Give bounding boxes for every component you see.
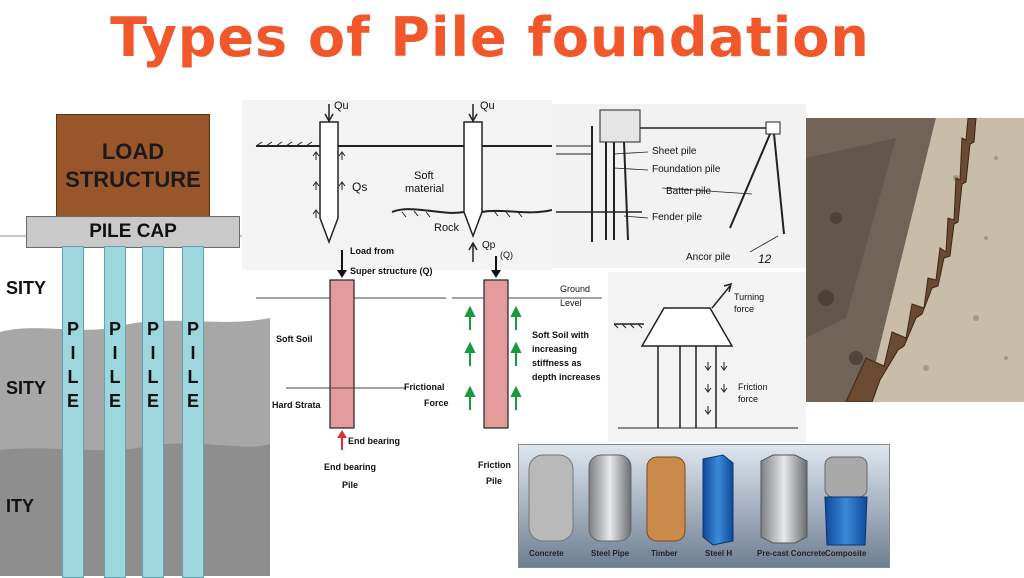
end-bearing-pile-title: End bearing: [324, 462, 377, 472]
turning-force-label: force: [734, 304, 755, 314]
pile-letter: E: [146, 391, 159, 411]
page-mark: 12: [758, 252, 772, 266]
material-label: material: [405, 183, 445, 195]
material-label-timber: Timber: [651, 549, 678, 558]
pile-letter: I: [112, 343, 118, 363]
pile-letter: I: [190, 343, 196, 363]
soft-soil-inc-3: stiffness as: [532, 358, 582, 368]
material-label-concrete: Concrete: [529, 549, 564, 558]
pile-letter: L: [109, 367, 121, 387]
pile-3-text: P I L E: [143, 317, 163, 413]
pile-letter: L: [67, 367, 79, 387]
super-structure-label: Super structure (Q): [350, 266, 433, 276]
q-label: (Q): [500, 250, 513, 260]
pile-letter: P: [108, 319, 121, 339]
turning-label: Turning: [734, 292, 765, 302]
pile-1-text: P I L E: [63, 317, 83, 413]
pile-4: P I L E: [182, 246, 204, 578]
soft-soil-inc-2: increasing: [532, 344, 578, 354]
material-label-steel-pipe: Steel Pipe: [591, 549, 630, 558]
hard-strata-label: Hard Strata: [272, 400, 321, 410]
ground-label: Ground: [560, 284, 591, 294]
friction-label: Friction: [738, 382, 768, 392]
pile-letter: E: [186, 391, 199, 411]
pile-letter: E: [108, 391, 121, 411]
structure-label: STRUCTURE: [65, 167, 201, 192]
end-bearing-arrow-label: End bearing: [348, 436, 401, 446]
friction-pile-title: Friction: [478, 460, 511, 470]
turning-force-diagram: [608, 272, 806, 442]
load-from-label: Load from: [350, 246, 394, 256]
foundation-pile-label: Foundation pile: [652, 164, 721, 175]
pile-letter: P: [66, 319, 79, 339]
sheet-pile-photo-art: [806, 118, 1024, 402]
qu-right-label: Qu: [480, 100, 495, 112]
pile-letter: I: [70, 343, 76, 363]
soft-soil-inc-4: depth increases: [532, 372, 601, 382]
soil-label-1: SITY: [6, 278, 47, 298]
qp-label: Qp: [482, 240, 496, 251]
pile-letter: L: [187, 367, 199, 387]
material-label-steel-h: Steel H: [705, 549, 733, 558]
rock-label: Rock: [434, 222, 460, 234]
pile-letter: P: [146, 319, 159, 339]
fender-pile-label: Fender pile: [652, 212, 703, 223]
pile-letter: L: [147, 367, 159, 387]
pile-letter: E: [66, 391, 79, 411]
retaining-pile-diagram: [552, 104, 806, 268]
load-structure-diagram: SITY SITY ITY LOAD STRUCTURE PILE CAP P …: [0, 100, 270, 578]
pile-materials-art: [519, 445, 889, 567]
force-label: Force: [424, 398, 449, 408]
end-bearing-pile-title-2: Pile: [342, 480, 359, 490]
pile-2-text: P I L E: [105, 317, 125, 413]
pile-materials-panel: Concrete Steel Pipe Timber Steel H Pre-c…: [518, 444, 890, 568]
material-label-precast: Pre-cast Concrete: [757, 549, 826, 558]
sheet-pile-label: Sheet pile: [652, 146, 697, 157]
level-label: Level: [560, 298, 582, 308]
soft-soil-label: Soft Soil: [276, 334, 313, 344]
soft-label: Soft: [414, 170, 434, 182]
page-title: Types of Pile foundation: [110, 6, 870, 69]
pile-letter: P: [186, 319, 199, 339]
pile-3: P I L E: [142, 246, 164, 578]
soft-soil-inc-1: Soft Soil with: [532, 330, 589, 340]
qs-label: Qs: [352, 180, 368, 194]
soil-label-2: SITY: [6, 378, 47, 398]
pile-cap: PILE CAP: [26, 216, 240, 248]
frictional-label: Frictional: [404, 382, 445, 392]
bearing-friction-diagram: [256, 250, 602, 450]
material-label-composite: Composite: [825, 549, 867, 558]
pile-2: P I L E: [104, 246, 126, 578]
pile-letter: I: [150, 343, 156, 363]
load-label: LOAD: [101, 139, 165, 164]
friction-pile-title-2: Pile: [486, 476, 503, 486]
pile-4-text: P I L E: [183, 317, 203, 413]
ancor-pile-label: Ancor pile: [686, 252, 731, 263]
batter-pile-label: Batter pile: [666, 186, 712, 197]
load-structure-box: LOAD STRUCTURE: [56, 114, 210, 218]
pile-1: P I L E: [62, 246, 84, 578]
friction-force-label: force: [738, 394, 759, 404]
sheet-pile-photo: [806, 118, 1024, 402]
qu-sketch-diagram: [242, 100, 552, 270]
soil-label-3: ITY: [6, 496, 35, 516]
qu-left-label: Qu: [334, 100, 349, 112]
